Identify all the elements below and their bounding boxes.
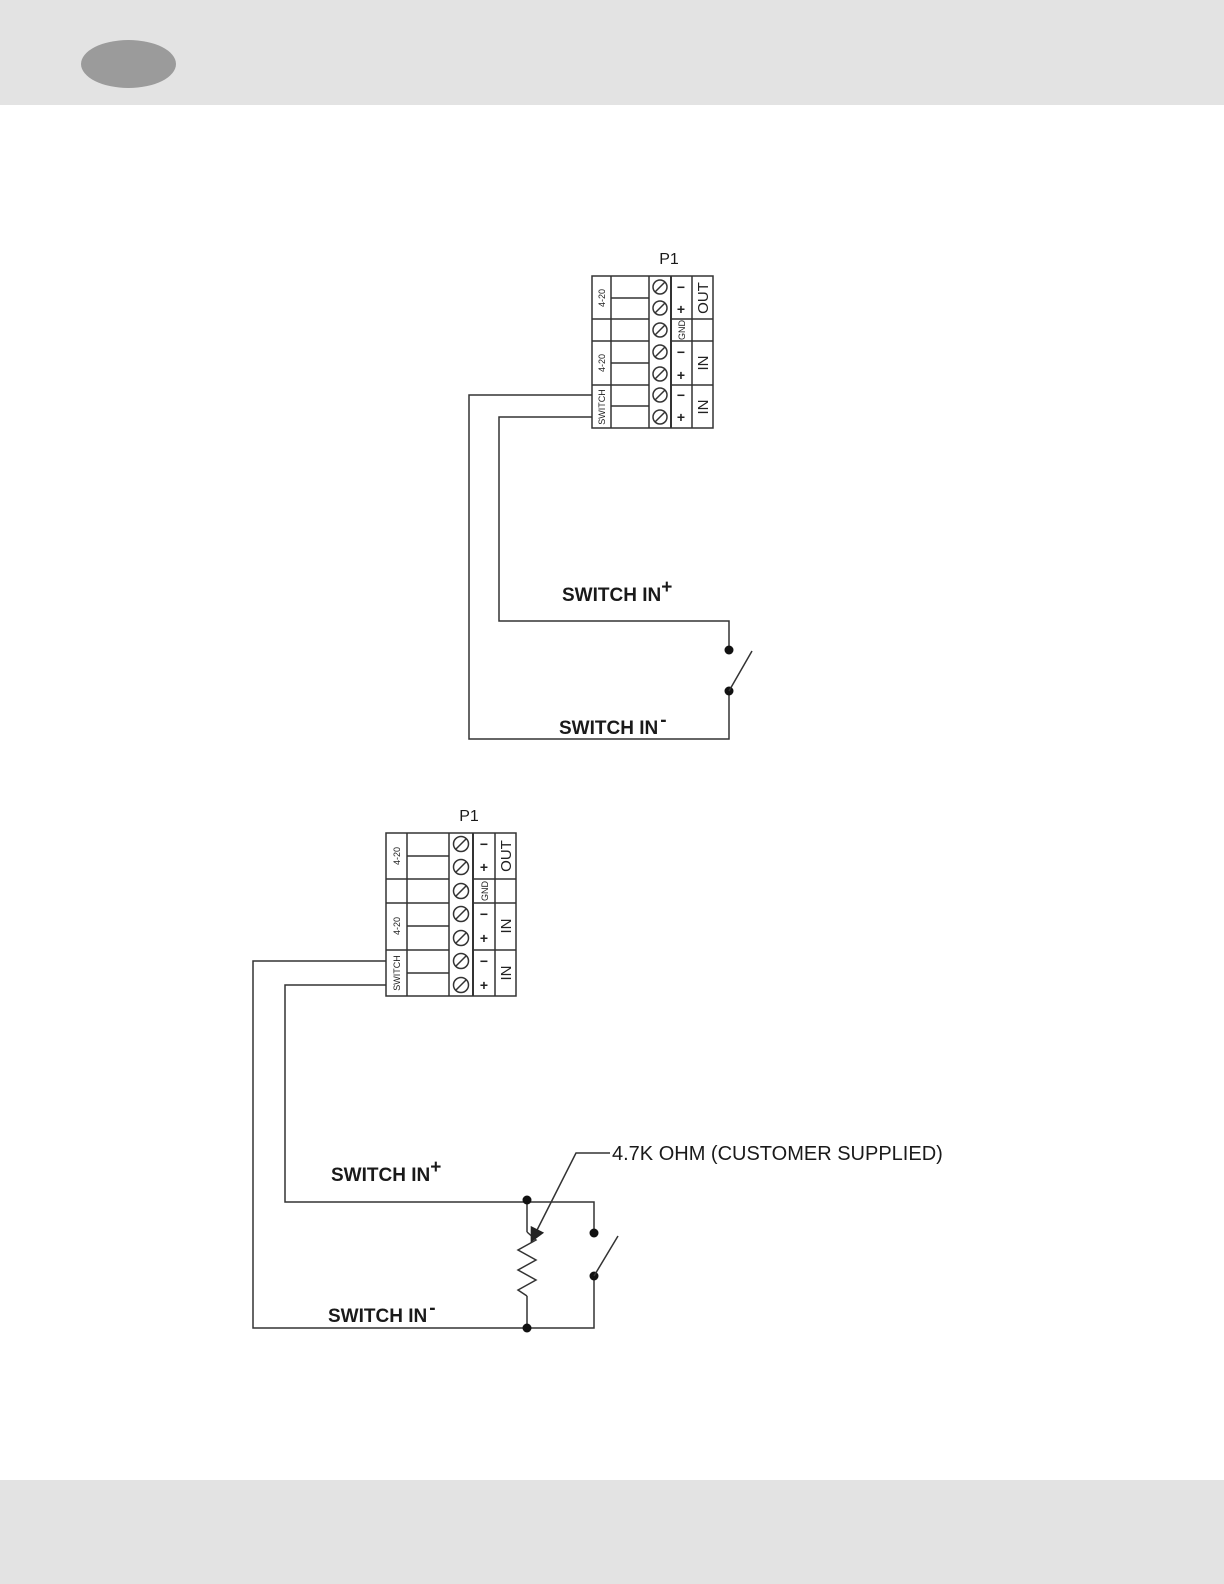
terminal-plus-in2: +	[677, 409, 685, 425]
block-label-4-20-mid: 4-20	[392, 917, 402, 935]
terminal-in-1: IN	[498, 919, 515, 934]
terminal-out: OUT	[695, 282, 712, 314]
terminal-block-p1: 4-20 4-20 SWITCH − + GND − + − + OUT IN …	[386, 833, 516, 996]
terminal-in-2: IN	[695, 400, 712, 415]
label-switch-in-plus: SWITCH IN+	[562, 577, 672, 606]
wire-switch-in-minus	[469, 395, 729, 739]
terminal-minus-in1: −	[480, 906, 488, 922]
label-switch-in-minus: SWITCH IN-	[559, 710, 667, 739]
wire-switch-in-plus	[499, 417, 729, 650]
block-label-switch: SWITCH	[597, 389, 607, 425]
connector-label-p1: P1	[459, 808, 479, 825]
resistor-4-7k	[518, 1196, 536, 1333]
resistor-leader-arrow	[532, 1153, 610, 1240]
terminal-plus-out: +	[480, 859, 488, 875]
terminal-out: OUT	[498, 840, 515, 872]
terminal-minus-in2: −	[677, 387, 685, 403]
block-label-4-20-mid: 4-20	[597, 354, 607, 372]
label-switch-in-plus: SWITCH IN+	[331, 1157, 441, 1186]
terminal-plus-in1: +	[677, 367, 685, 383]
terminal-plus-in1: +	[480, 930, 488, 946]
wire-switch-in-minus	[253, 961, 594, 1328]
terminal-gnd: GND	[480, 881, 490, 902]
terminal-in-1: IN	[695, 356, 712, 371]
terminal-plus-in2: +	[480, 977, 488, 993]
connector-label-p1: P1	[659, 251, 679, 268]
screw-terminals	[454, 837, 469, 993]
block-label-switch: SWITCH	[392, 955, 402, 991]
terminal-minus-in2: −	[480, 953, 488, 969]
diagram-1: P1	[469, 251, 752, 739]
diagram-2: P1	[253, 808, 943, 1333]
terminal-minus-out: −	[677, 279, 685, 295]
block-label-4-20-top: 4-20	[597, 289, 607, 307]
terminal-plus-out: +	[677, 301, 685, 317]
label-resistor: 4.7K OHM (CUSTOMER SUPPLIED)	[612, 1143, 943, 1165]
switch-contact	[725, 646, 753, 696]
terminal-minus-in1: −	[677, 344, 685, 360]
label-switch-in-minus: SWITCH IN-	[328, 1298, 436, 1327]
wire-switch-in-plus	[285, 985, 594, 1233]
switch-contact	[590, 1229, 619, 1281]
terminal-minus-out: −	[480, 836, 488, 852]
block-label-4-20-top: 4-20	[392, 847, 402, 865]
terminal-in-2: IN	[498, 966, 515, 981]
screw-terminals	[653, 280, 667, 424]
terminal-block-p1: 4-20 4-20 SWITCH − + GND − + − + OUT IN …	[592, 276, 713, 428]
terminal-gnd: GND	[677, 320, 687, 341]
